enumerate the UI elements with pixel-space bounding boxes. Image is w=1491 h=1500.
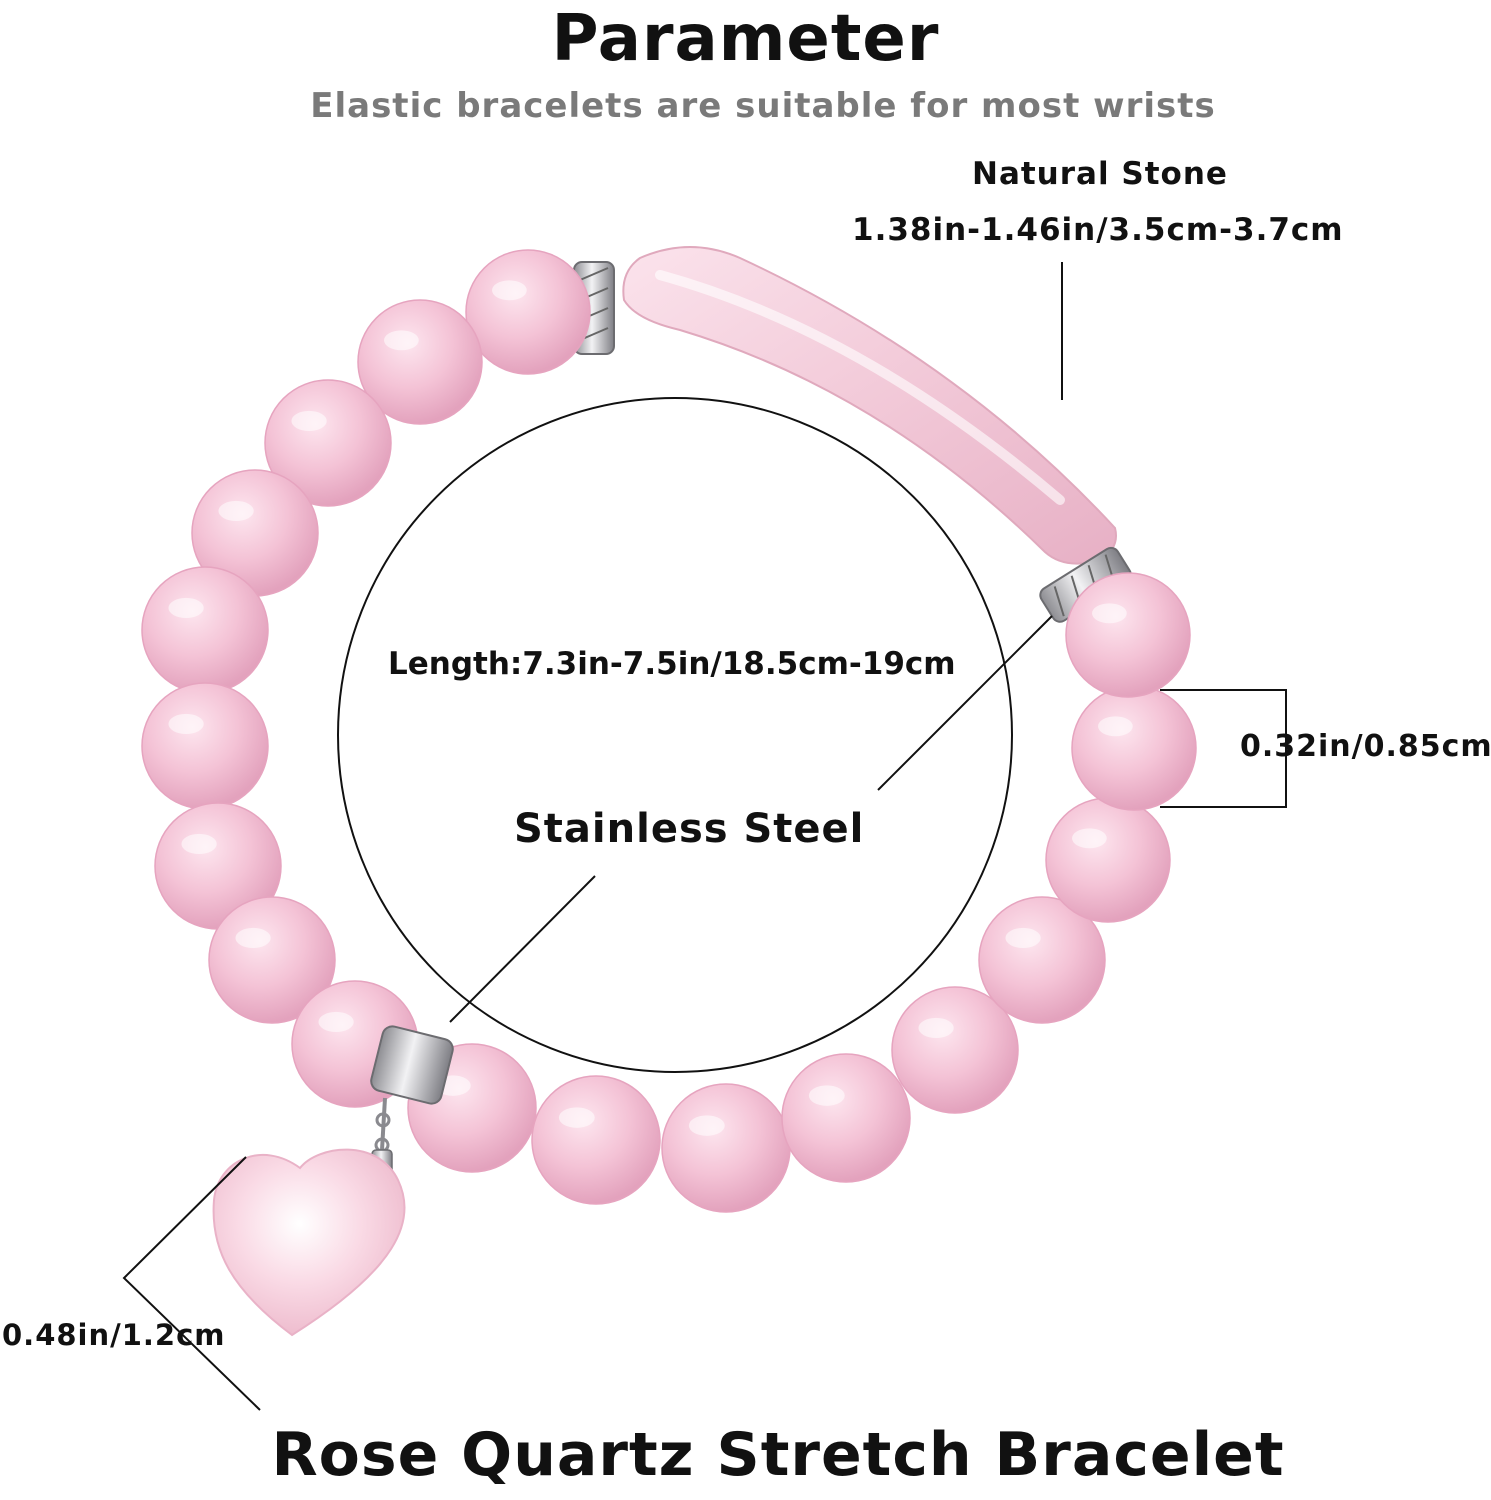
natural-stone-tube xyxy=(622,246,1117,565)
bead xyxy=(141,566,269,694)
page-title: Parameter xyxy=(551,2,940,76)
bead-highlight xyxy=(558,1107,595,1128)
bead xyxy=(357,299,483,425)
heart-size-bracket xyxy=(122,1156,261,1411)
bead-highlight xyxy=(168,713,204,735)
bead xyxy=(891,986,1019,1114)
stone-tube-highlight xyxy=(655,270,1065,505)
bead-highlight xyxy=(492,280,527,301)
bead xyxy=(208,896,336,1024)
product-title: Rose Quartz Stretch Bracelet xyxy=(271,1420,1285,1490)
stainless-steel-label: Stainless Steel xyxy=(514,806,865,852)
bead xyxy=(978,896,1106,1024)
bead-highlight xyxy=(235,927,271,949)
bead-highlight xyxy=(1098,716,1133,737)
steel-spacer-bottom xyxy=(370,1025,454,1105)
bead-highlight xyxy=(168,597,204,619)
bead-highlight xyxy=(318,1011,354,1033)
bead-highlight xyxy=(181,833,217,855)
bead xyxy=(661,1083,791,1213)
bead-highlight xyxy=(384,330,419,351)
bead xyxy=(781,1053,911,1183)
heart-pendant xyxy=(212,1148,406,1337)
bead xyxy=(1065,572,1191,698)
bead-highlight xyxy=(808,1085,845,1106)
bead xyxy=(1071,685,1197,811)
bead-size-bracket xyxy=(1160,689,1287,808)
bead xyxy=(531,1075,661,1205)
natural-stone-label: Natural Stone xyxy=(972,156,1228,192)
bead-highlight xyxy=(1005,927,1041,949)
page-subtitle: Elastic bracelets are suitable for most … xyxy=(310,86,1216,126)
rose-quartz-beads xyxy=(141,249,1197,1213)
steel-leader-line-lower xyxy=(449,875,596,1023)
bead-highlight xyxy=(688,1115,725,1136)
bead-highlight xyxy=(1092,603,1127,624)
bead-highlight xyxy=(291,410,327,432)
bead-size-label: 0.32in/0.85cm xyxy=(1240,729,1491,764)
dimension-lines xyxy=(122,262,1287,1411)
bead xyxy=(141,682,269,810)
length-circle xyxy=(337,397,1013,1073)
bead xyxy=(1045,797,1171,923)
bead-highlight xyxy=(218,500,254,522)
steel-leader-line-upper xyxy=(877,615,1053,791)
heart-size-label: 0.48in/1.2cm xyxy=(2,1318,226,1352)
natural-stone-size-label: 1.38in-1.46in/3.5cm-3.7cm xyxy=(852,212,1344,248)
bead xyxy=(264,379,392,507)
bead-highlight xyxy=(918,1017,954,1039)
bead-highlight xyxy=(1072,828,1107,849)
length-label: Length:7.3in-7.5in/18.5cm-19cm xyxy=(388,646,956,682)
bead xyxy=(465,249,591,375)
